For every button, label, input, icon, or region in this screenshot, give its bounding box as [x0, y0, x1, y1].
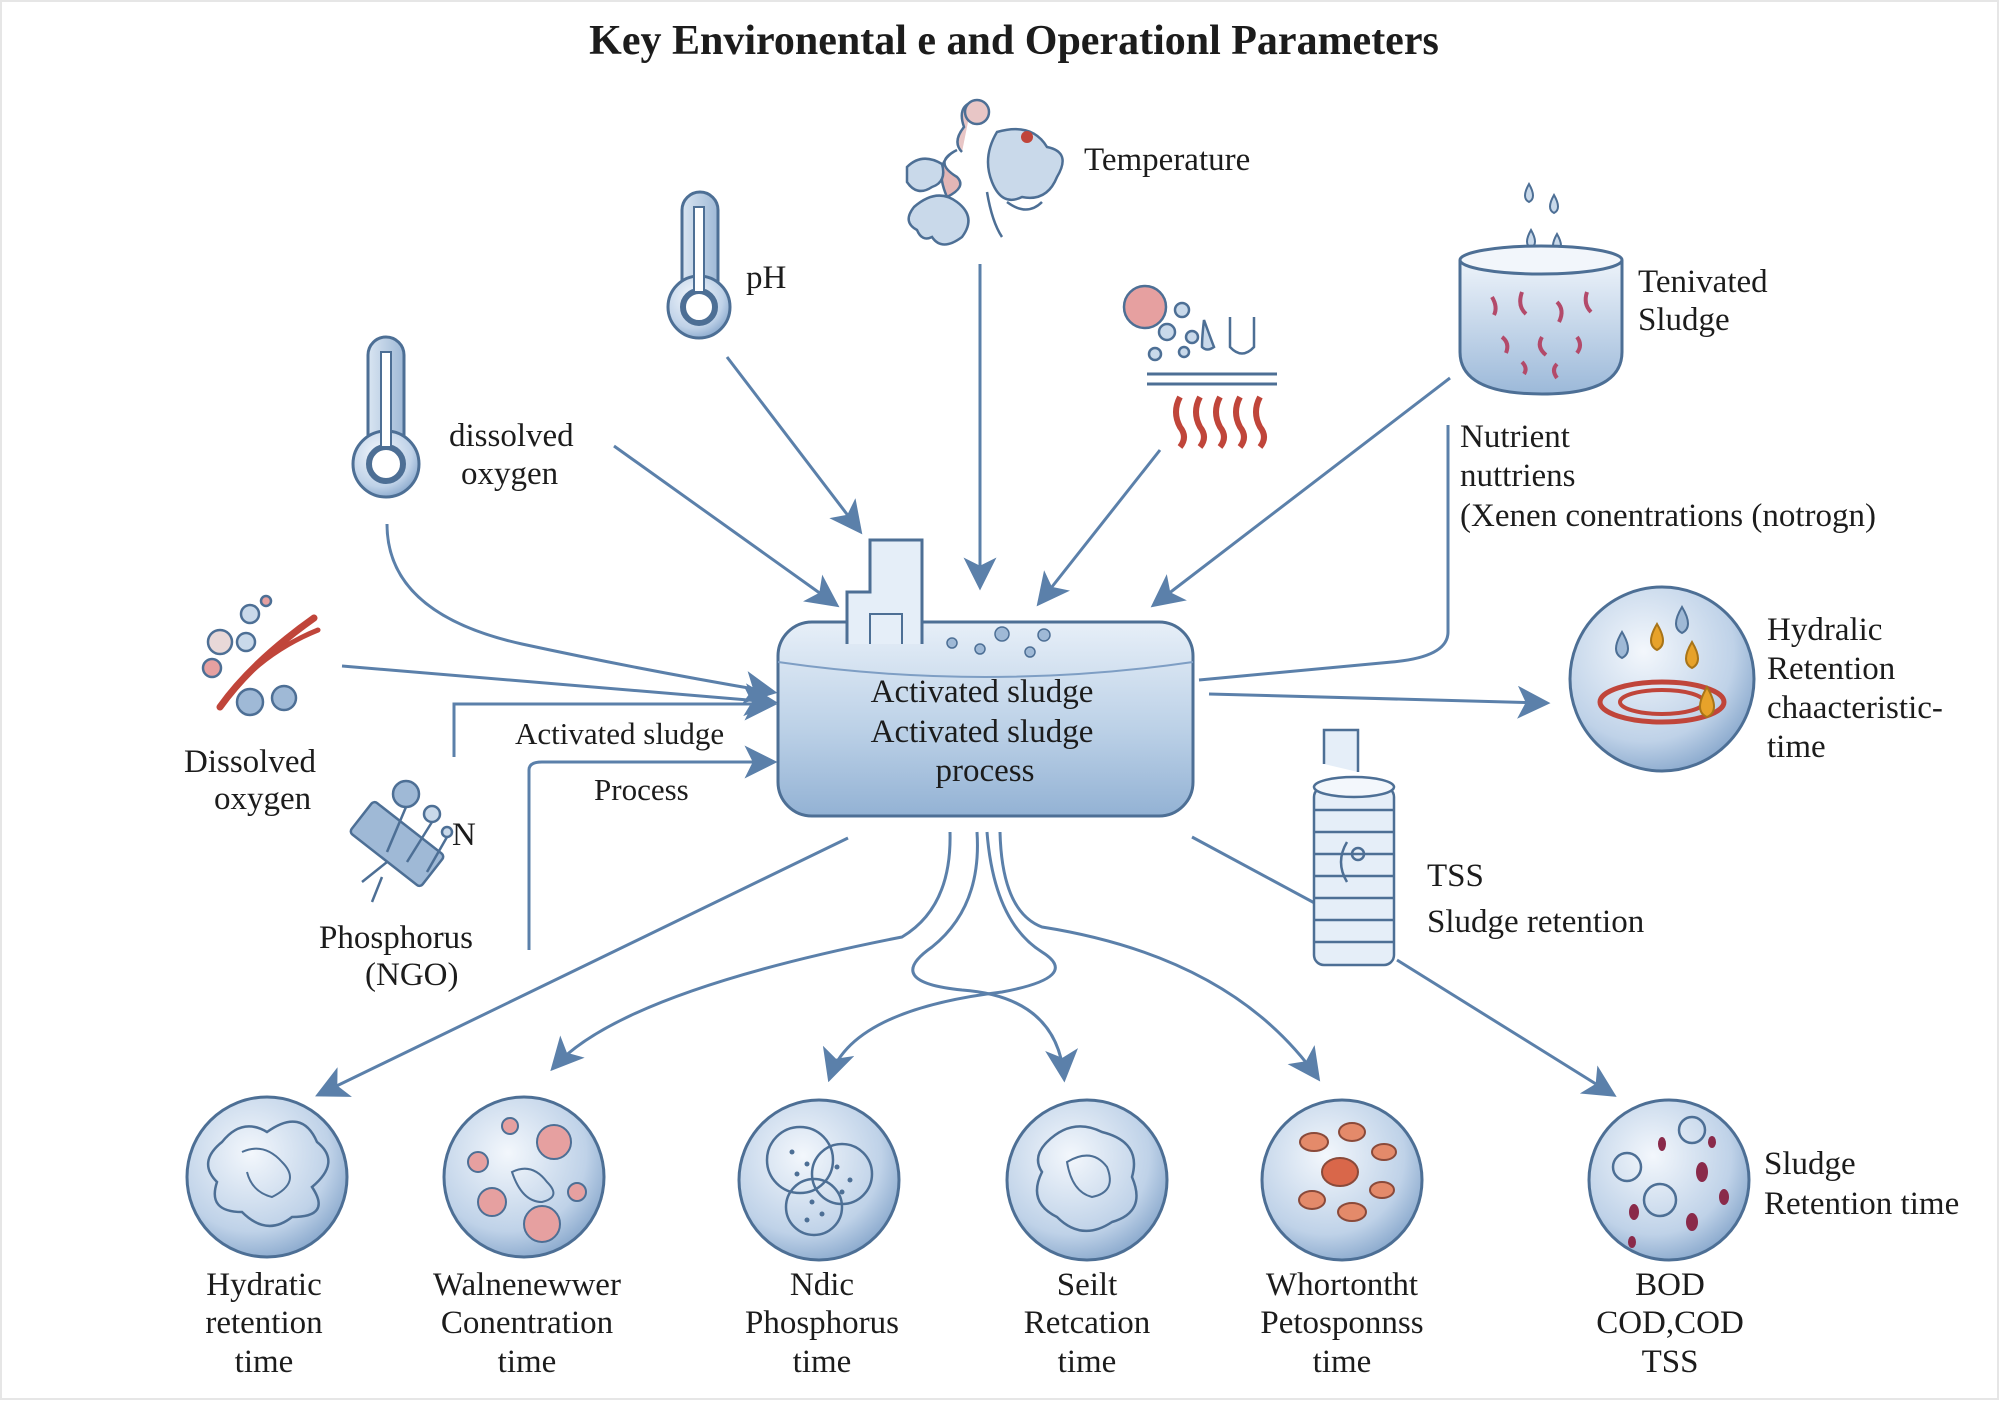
label-sludge-retention-right: Sludge retention	[1427, 904, 1644, 940]
label-nitrogen-n: N	[452, 817, 476, 853]
bottom-label-6-line3: TSS	[1642, 1344, 1699, 1380]
arrow-nutrient	[1198, 425, 1450, 682]
arrow-bottom-hydratic	[315, 836, 849, 1097]
label-hydraulic-right-line4: time	[1767, 729, 1826, 765]
label-nutrient-line3: (Xenen conentrations (notrogn)	[1460, 498, 1876, 534]
page-title: Key Environental e and Operationl Parame…	[589, 18, 1439, 64]
nitrogen-molecule-icon	[349, 779, 454, 903]
center-label-line3: process	[936, 753, 1035, 789]
bottom-labels: Hydratic retention time Walnenewwer Cone…	[205, 1267, 1743, 1380]
center-label-line1: Activated sludge	[871, 674, 1094, 710]
bottom-label-1-line3: time	[235, 1344, 294, 1380]
thermometer-ph-icon	[666, 190, 732, 340]
label-phosphorus-line1: Phosphorus	[319, 920, 473, 956]
label-dissolved-oxygen-top-line2: oxygen	[461, 456, 558, 492]
arrow-tss	[1191, 835, 1323, 909]
arrow-thermometer	[385, 523, 778, 704]
arrow-bottom-ndic	[822, 831, 1057, 1083]
label-ph: pH	[746, 260, 786, 296]
bottom-label-5-line2: Petosponnss	[1260, 1305, 1423, 1341]
label-activated-sludge-side: Activated sludge	[515, 716, 724, 751]
bottom-label-6-line2: COD,COD	[1596, 1305, 1744, 1341]
sedimentation-column-icon	[1312, 728, 1396, 967]
label-sludge-tank-line1: Tenivated	[1638, 264, 1768, 300]
arrow-bottom-whortontht	[998, 831, 1321, 1082]
bottom-label-4-line1: Seilt	[1057, 1267, 1118, 1303]
bottom-label-2-line3: time	[498, 1344, 557, 1380]
bottom-label-6-line1: BOD	[1635, 1267, 1705, 1303]
bottom-circle-ndic	[737, 1098, 901, 1262]
arrow-ph	[725, 356, 863, 535]
bottom-label-5-line3: time	[1313, 1344, 1372, 1380]
arrow-dissolved-oxygen-top	[613, 444, 840, 608]
label-hydraulic-right-line3: chaacteristic-	[1767, 690, 1943, 726]
arrow-bottom-walnenewwer	[550, 831, 952, 1072]
arrow-hydraulic-output	[1208, 685, 1551, 719]
bottom-label-1-line1: Hydratic	[206, 1267, 321, 1303]
label-tss-right: TSS	[1427, 858, 1484, 894]
bottom-label-1-line2: retention	[205, 1305, 322, 1341]
hydraulic-retention-icon	[1568, 585, 1756, 773]
arrow-phosphorus	[527, 745, 778, 950]
bottom-label-3-line3: time	[793, 1344, 852, 1380]
label-dissolved-oxygen-left-line1: Dissolved	[184, 744, 317, 780]
central-process-tank: Activated sludge Activated sludge proces…	[776, 538, 1195, 818]
bottom-label-2-line2: Conentration	[441, 1305, 613, 1341]
bottom-circle-whortontht	[1260, 1098, 1424, 1262]
membrane-particles-icon	[1122, 284, 1277, 449]
bottom-circle-walnenewwer	[442, 1095, 606, 1259]
center-label-line2: Activated sludge	[871, 714, 1094, 750]
microbes-icon	[905, 98, 1064, 246]
sludge-tank-icon	[1458, 181, 1624, 396]
arrow-sludge-retention	[1396, 958, 1617, 1097]
bottom-circle-seilt	[1005, 1098, 1169, 1262]
label-nutrient-line2: nuttriens	[1460, 458, 1575, 494]
label-temperature: Temperature	[1084, 142, 1250, 178]
label-process-side: Process	[594, 772, 689, 807]
bottom-label-3-line1: Ndic	[790, 1267, 854, 1303]
arrow-bottom-seilt	[911, 831, 1079, 1083]
label-dissolved-oxygen-top-line1: dissolved	[449, 418, 574, 454]
arrow-particles	[1036, 449, 1162, 607]
bottom-circle-hydratic	[185, 1095, 349, 1259]
arrow-dissolved-oxygen-left	[341, 664, 778, 717]
bottom-label-2-line1: Walnenewwer	[433, 1267, 621, 1303]
label-hydraulic-right-line1: Hydralic	[1767, 612, 1882, 648]
label-sludge-tank-line2: Sludge	[1638, 302, 1730, 338]
label-sludge-retention-line2: Retention time	[1764, 1186, 1959, 1222]
bottom-label-4-line2: Retcation	[1024, 1305, 1150, 1341]
label-phosphorus-line2: (NGO)	[365, 957, 458, 993]
bottom-label-4-line3: time	[1058, 1344, 1117, 1380]
label-hydraulic-right-line2: Retention	[1767, 651, 1895, 687]
thermometer-dissolved-oxygen-icon	[351, 335, 421, 499]
bottom-label-5-line1: Whortontht	[1266, 1267, 1418, 1303]
bottom-label-3-line2: Phosphorus	[745, 1305, 899, 1341]
bottom-circle-bod	[1587, 1098, 1751, 1262]
oxygen-bubbles-icon	[201, 594, 321, 717]
arrow-tank-sludge	[1150, 376, 1451, 608]
label-dissolved-oxygen-left-line2: oxygen	[214, 781, 311, 817]
arrow-activated-sludge-side	[452, 687, 778, 757]
label-sludge-retention-line1: Sludge	[1764, 1146, 1856, 1182]
connector-arrows	[315, 264, 1617, 1097]
label-nutrient-line1: Nutrient	[1460, 419, 1570, 455]
